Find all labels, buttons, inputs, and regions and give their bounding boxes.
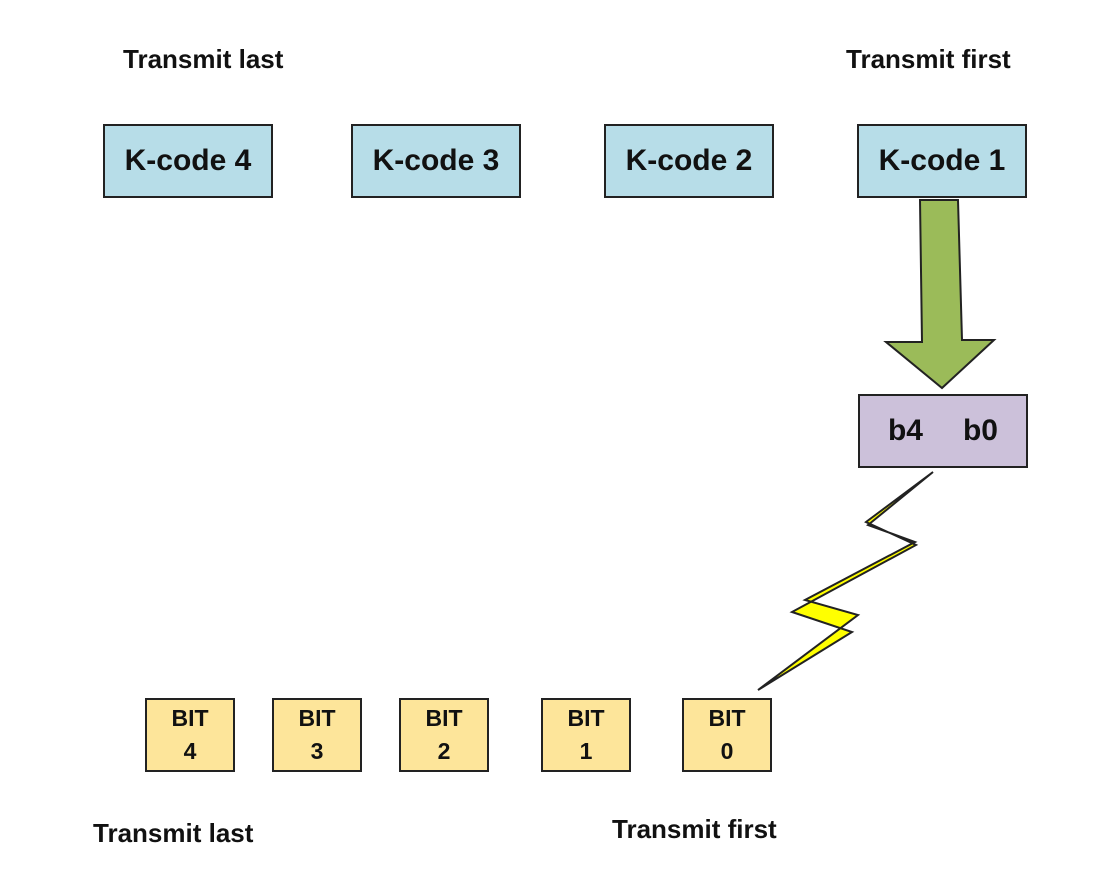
lightning-bolt-icon (757, 471, 934, 691)
kcode-1-box: K-code 1 (857, 124, 1027, 198)
bit-1-text: BIT (567, 704, 605, 731)
register-box: b4 b0 (858, 394, 1028, 468)
bit-4-index: 4 (183, 738, 197, 764)
bottom-transmit-first-label: Transmit first (612, 814, 777, 844)
bit-3-text: BIT (298, 704, 336, 731)
bit-3-box: BIT 3 (272, 698, 362, 772)
bit-2-text: BIT (425, 704, 463, 731)
bit-0-text: BIT (708, 704, 746, 731)
bit-1-index: 1 (579, 738, 593, 764)
bottom-transmit-last-label: Transmit last (93, 818, 254, 848)
top-transmit-last-label: Transmit last (123, 44, 284, 74)
kcode-2-box: K-code 2 (604, 124, 774, 198)
bit-4-box: BIT 4 (145, 698, 235, 772)
bit-4-text: BIT (171, 704, 209, 731)
register-b0: b0 (962, 414, 998, 447)
bit-1-box: BIT 1 (541, 698, 631, 772)
bit-2-index: 2 (437, 738, 451, 764)
kcode-4-box: K-code 4 (103, 124, 273, 198)
down-arrow-icon (883, 199, 997, 390)
register-b4: b4 (887, 414, 923, 447)
bit-0-box: BIT 0 (682, 698, 772, 772)
top-transmit-first-label: Transmit first (846, 44, 1011, 74)
kcode-3-box: K-code 3 (351, 124, 521, 198)
bit-3-index: 3 (310, 738, 324, 764)
bit-2-box: BIT 2 (399, 698, 489, 772)
bit-0-index: 0 (720, 738, 734, 764)
